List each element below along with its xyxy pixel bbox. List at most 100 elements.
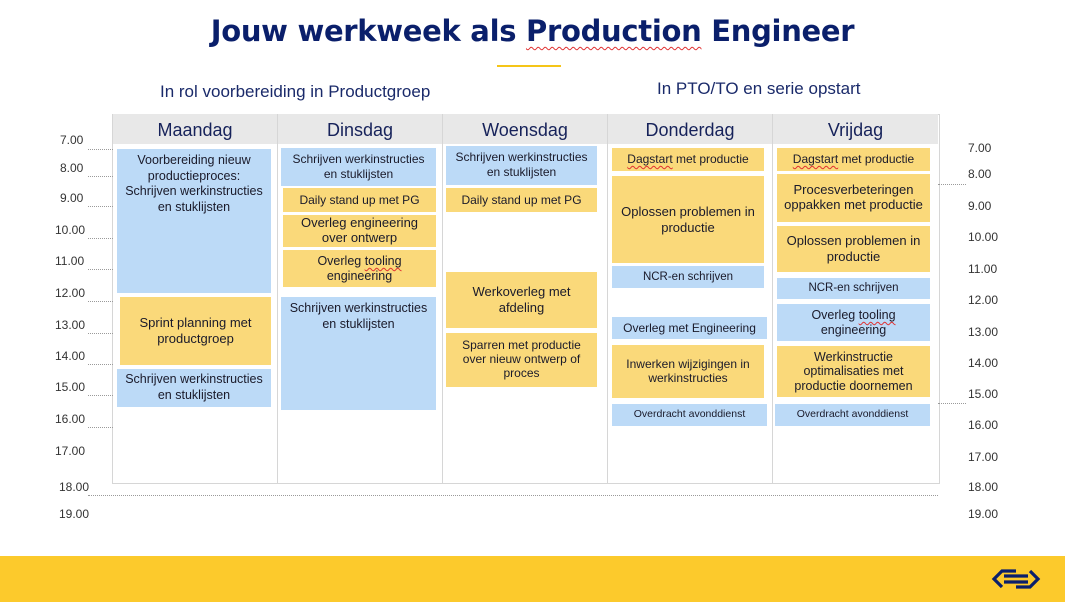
time-label: 13.00 [55, 318, 86, 332]
activity-label: Oplossen problemen in productie [621, 203, 755, 235]
time-label: 9.00 [60, 191, 84, 205]
activity-block: Werkinstructie optimalisaties met produc… [777, 346, 930, 397]
activity-label: Overdracht avonddienst [796, 408, 909, 421]
activity-label: Schrijven werkinstructies en stuklijsten [289, 301, 428, 331]
day-header-maandag: Maandag [113, 114, 278, 144]
time-label: 13.00 [968, 325, 999, 339]
day-header-dinsdag: Dinsdag [278, 114, 443, 144]
day-header-donderdag: Donderdag [608, 114, 773, 144]
title-part: Engineer [711, 14, 855, 48]
activity-label: Schrijven werkinstructies en stuklijsten [125, 372, 263, 402]
time-label: 12.00 [55, 286, 86, 300]
activity-label-part: tooling [858, 308, 896, 323]
activity-label: Overleg tooling engineering [811, 308, 895, 337]
activity-block: Daily stand up met PG [446, 188, 597, 212]
activity-label-part: engineering [820, 322, 887, 337]
time-label: 10.00 [968, 230, 999, 244]
time-label: 17.00 [968, 450, 999, 464]
activity-block: Overdracht avonddienst [775, 404, 930, 426]
page-title: Jouw werkweek als Production Engineer [0, 14, 1065, 48]
activity-block: Voorbereiding nieuw productieproces: Sch… [117, 149, 271, 293]
time-label: 8.00 [968, 167, 992, 181]
title-part: Jouw werkweek als [210, 14, 526, 48]
section-label-pto: In PTO/TO en serie opstart [657, 79, 861, 98]
activity-block: Dagstart met productie [612, 148, 764, 171]
activity-block: Oplossen problemen in productie [777, 226, 930, 272]
activity-label: Overleg engineering over ontwerp [300, 215, 419, 245]
activity-label-part: met productie [672, 152, 749, 166]
hour-line [88, 206, 113, 207]
activity-block: Overleg tooling engineering [777, 304, 930, 341]
footer-bar [0, 556, 1065, 602]
hour-line [88, 495, 938, 496]
activity-block: Oplossen problemen in productie [612, 176, 764, 263]
column-divider [277, 114, 278, 483]
activity-block: Werkoverleg met afdeling [446, 272, 597, 328]
activity-block: Inwerken wijzigingen in werkinstructies [612, 345, 764, 398]
hour-line [938, 184, 966, 185]
activity-label-part: engineering [326, 268, 393, 283]
activity-label: Daily stand up met PG [461, 192, 582, 207]
hour-line [88, 364, 113, 365]
title-underline-rule [497, 65, 561, 67]
activity-block: Procesverbeteringen oppakken met product… [777, 174, 930, 222]
activity-label-part: met productie [838, 152, 915, 166]
activity-label: Voorbereiding nieuw productieproces: Sch… [125, 153, 263, 214]
activity-block: Schrijven werkinstructies en stuklijsten [281, 297, 436, 410]
time-label: 16.00 [55, 412, 86, 426]
activity-label-part: Overleg [317, 254, 365, 269]
activity-label-part: Dagstart [627, 152, 673, 166]
hour-line [938, 403, 966, 404]
column-divider [442, 114, 443, 483]
activity-label: Oplossen problemen in productie [786, 233, 921, 264]
day-header-woensdag: Woensdag [443, 114, 608, 144]
time-label: 11.00 [55, 254, 85, 268]
time-label: 14.00 [968, 356, 999, 370]
hour-line [88, 238, 113, 239]
activity-label: Schrijven werkinstructies en stuklijsten [292, 152, 425, 181]
time-label: 15.00 [968, 387, 999, 401]
activity-label: Overdracht avonddienst [633, 408, 746, 421]
activity-block: Sparren met productie over nieuw ontwerp… [446, 333, 597, 387]
time-label: 10.00 [55, 223, 86, 237]
day-header-vrijdag: Vrijdag [773, 114, 938, 144]
activity-block: Sprint planning met productgroep [120, 297, 271, 365]
section-label-productgroep: In rol voorbereiding in Productgroep [160, 82, 431, 101]
activity-block: Schrijven werkinstructies en stuklijsten [117, 369, 271, 407]
time-label: 17.00 [55, 444, 86, 458]
activity-label: Werkinstructie optimalisaties met produc… [794, 349, 913, 393]
activity-label: Daily stand up met PG [299, 192, 420, 207]
activity-label: Overleg tooling engineering [317, 254, 401, 283]
time-label: 14.00 [55, 349, 86, 363]
hour-line [88, 427, 113, 428]
activity-label: Werkoverleg met afdeling [472, 283, 571, 315]
time-label: 11.00 [968, 262, 998, 276]
activity-label: Sprint planning met productgroep [139, 314, 252, 346]
activity-block: Overleg engineering over ontwerp [283, 215, 436, 247]
ns-logo-icon [991, 569, 1041, 589]
activity-label: Sparren met productie over nieuw ontwerp… [462, 338, 581, 380]
hour-line [88, 269, 113, 270]
activity-block: Dagstart met productie [777, 148, 930, 171]
hour-line [88, 395, 113, 396]
activity-block: Overleg met Engineering [612, 317, 767, 339]
activity-label-part: Dagstart [792, 152, 839, 166]
activity-block: Schrijven werkinstructies en stuklijsten [281, 148, 436, 186]
activity-label: Schrijven werkinstructies en stuklijsten [455, 150, 588, 179]
activity-label-part: tooling [364, 254, 402, 269]
activity-label: NCR-en schrijven [808, 282, 899, 295]
column-divider [772, 114, 773, 483]
activity-label: Overleg met Engineering [623, 320, 756, 335]
time-label: 8.00 [60, 161, 84, 175]
activity-label: Dagstart met productie [627, 152, 748, 167]
time-label: 18.00 [968, 480, 999, 494]
time-label: 12.00 [968, 293, 999, 307]
activity-block: NCR-en schrijven [612, 266, 764, 288]
activity-block: Daily stand up met PG [283, 188, 436, 212]
hour-line [88, 149, 113, 150]
hour-line [88, 176, 113, 177]
title-highlight: Production [525, 14, 702, 48]
time-label: 19.00 [59, 507, 90, 521]
hour-line [88, 333, 113, 334]
activity-block: NCR-en schrijven [777, 278, 930, 299]
